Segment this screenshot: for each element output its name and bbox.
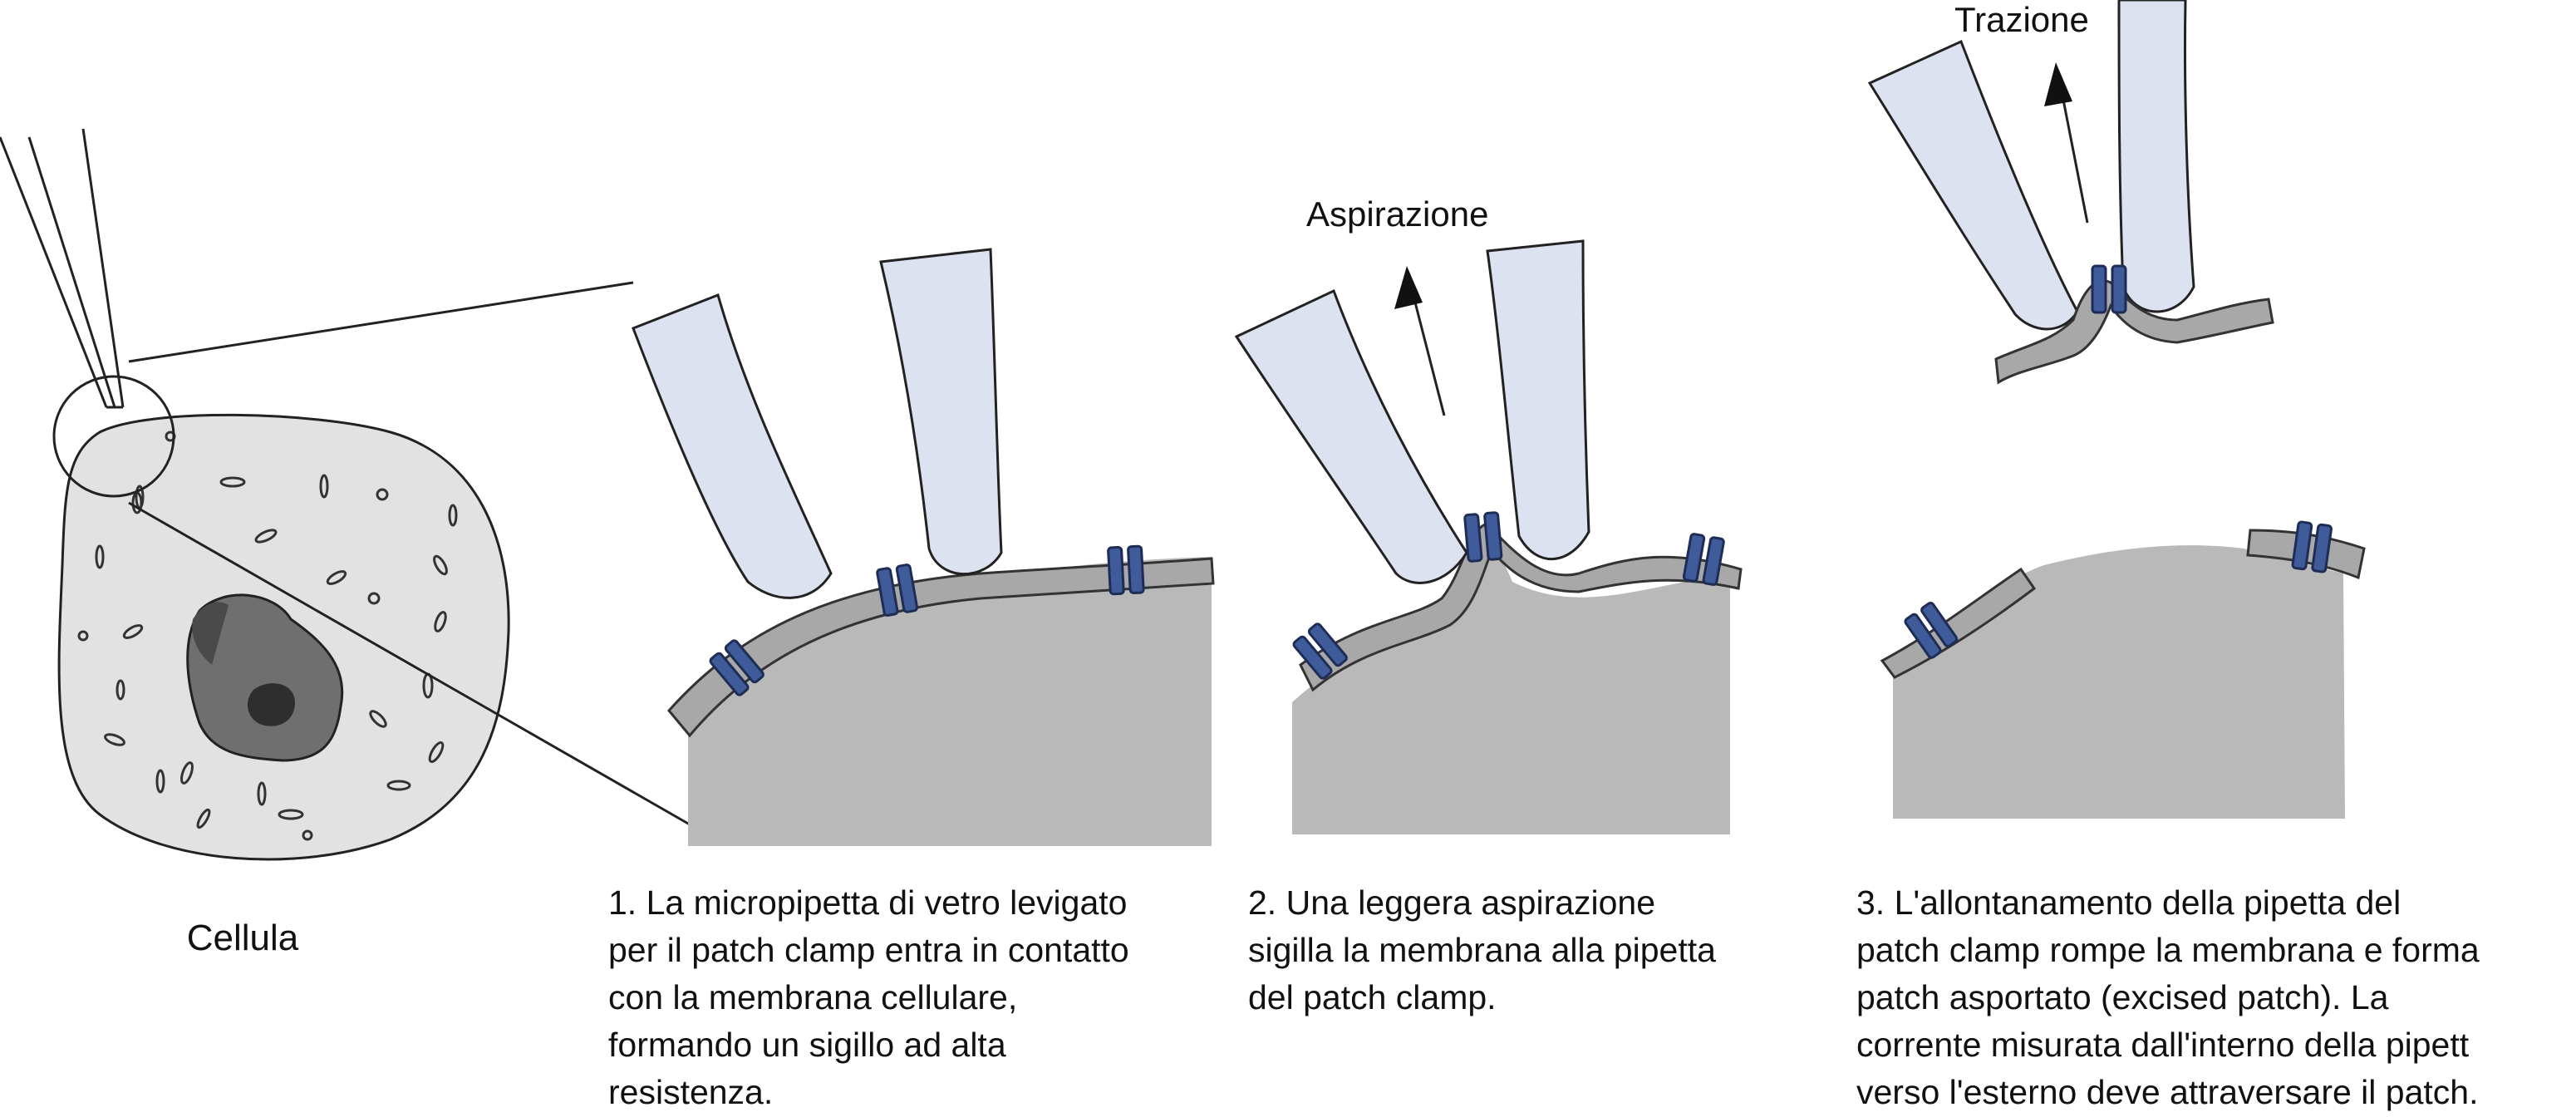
step2-caption: 2. Una leggera aspirazione sigilla la me…: [1248, 879, 1716, 1021]
caption-line: patch asportato (excised patch). La: [1856, 978, 2389, 1016]
caption-line: resistenza.: [608, 1073, 774, 1111]
step1-caption: 1. La micropipetta di vetro levigato per…: [608, 879, 1129, 1116]
excised-patch: [1994, 279, 2274, 385]
step1-membrane: [667, 557, 1215, 738]
caption-line: 3. L'allontanamento della pipetta del: [1856, 883, 2401, 922]
caption-line: con la membrana cellulare,: [608, 978, 1018, 1016]
step2-membrane: [1299, 522, 1743, 692]
cell-label: Cellula: [187, 918, 299, 958]
caption-line: 2. Una leggera aspirazione: [1248, 883, 1656, 922]
step3-cytoplasm: [1893, 545, 2345, 819]
caption-line: sigilla la membrana alla pipetta: [1248, 931, 1716, 969]
caption-line: corrente misurata dall'interno della pip…: [1856, 1026, 2470, 1064]
nucleus: [186, 593, 344, 762]
caption-line: verso l'esterno deve attraversare il pat…: [1856, 1073, 2479, 1111]
step1-panel: [632, 248, 1215, 846]
step1-pipette-left: [632, 293, 833, 599]
step3-caption: 3. L'allontanamento della pipetta del pa…: [1856, 879, 2571, 1116]
suction-arrow: [1394, 266, 1446, 416]
nucleolus: [247, 683, 295, 726]
pull-label: Trazione: [1954, 0, 2089, 39]
step1-cytoplasm: [688, 557, 1212, 846]
step1-pipette-right: [879, 248, 1003, 576]
organelles: [77, 431, 458, 841]
caption-line: 1. La micropipetta di vetro levigato: [608, 883, 1128, 922]
step2-pipette-right: [1486, 239, 1590, 560]
step3-pipette-left: [1867, 39, 2079, 331]
cell-overview: Cellula: [0, 128, 724, 958]
step2-cytoplasm: [1292, 556, 1730, 834]
caption-line: del patch clamp.: [1248, 978, 1497, 1016]
step2-pipette-left: [1234, 288, 1468, 584]
step3-panel: Trazione: [1867, 0, 2366, 819]
pull-arrow: [2044, 62, 2089, 224]
step2-panel: Aspirazione: [1234, 194, 1743, 834]
suction-label: Aspirazione: [1306, 194, 1488, 234]
magnification-circle: [52, 375, 175, 498]
pipette-needle: [0, 128, 125, 409]
caption-line: formando un sigillo ad alta: [608, 1026, 1006, 1064]
caption-line: per il patch clamp entra in contatto: [608, 931, 1129, 969]
caption-line: patch clamp rompe la membrana e forma: [1856, 931, 2480, 969]
step3-pipette-right: [2117, 0, 2195, 313]
